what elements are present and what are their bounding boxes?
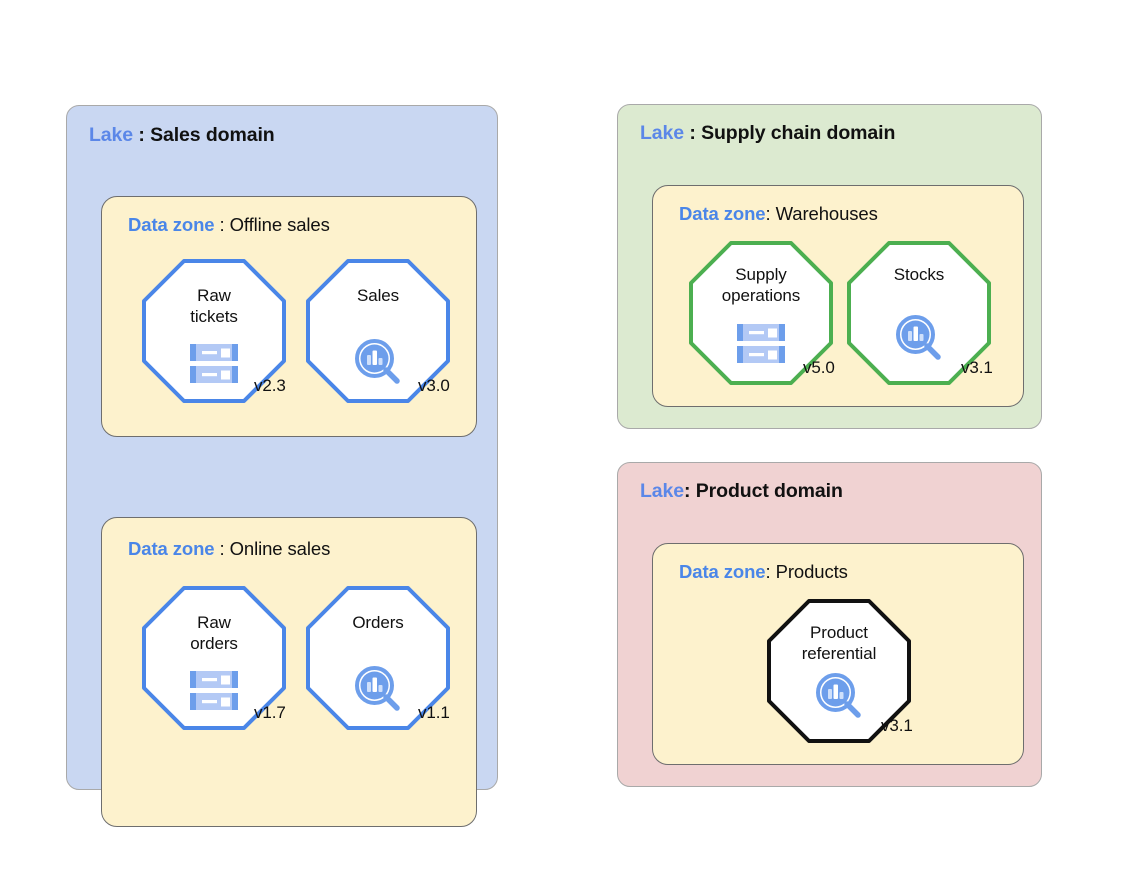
lake-supply-chain-domain-title: Lake : Supply chain domain	[640, 122, 895, 145]
data-asset-raw-orders[interactable]: Raw orders v1.7	[142, 586, 286, 730]
data-asset-label: Stocks	[893, 265, 945, 284]
data-zone-name: Online sales	[229, 538, 331, 559]
data-zone-products[interactable]: Data zone: Products Product referential	[652, 543, 1024, 765]
lake-keyword: Lake	[640, 122, 685, 144]
data-zone-keyword: Data zone	[128, 214, 215, 235]
data-asset-orders[interactable]: Orders v1.1	[306, 586, 450, 730]
lake-product-domain[interactable]: Lake: Product domain Data zone: Products…	[617, 462, 1042, 787]
data-asset-label: Sales	[356, 286, 400, 305]
octagon-shape	[306, 586, 450, 730]
lake-name: Supply chain domain	[701, 122, 896, 144]
data-zone-online-sales-title: Data zone : Online sales	[128, 538, 330, 560]
analytics-search-icon	[894, 313, 944, 368]
data-asset-version: v1.1	[418, 703, 450, 722]
data-asset-version: v2.3	[254, 376, 286, 395]
data-asset-version: v3.0	[418, 376, 450, 395]
database-icon	[735, 323, 787, 370]
data-zone-keyword: Data zone	[679, 203, 766, 224]
analytics-search-icon	[814, 671, 864, 726]
octagon-shape	[142, 259, 286, 403]
data-zone-name: Warehouses	[775, 203, 878, 224]
data-asset-label: Orders	[352, 613, 404, 632]
lake-product-domain-title: Lake: Product domain	[640, 480, 843, 503]
data-zone-separator: :	[765, 203, 776, 224]
data-asset-stocks[interactable]: Stocks v3.1	[847, 241, 993, 385]
analytics-search-icon	[353, 664, 403, 719]
analytics-search-icon	[353, 337, 403, 392]
lake-separator: :	[684, 122, 702, 144]
data-asset-version: v1.7	[254, 703, 286, 722]
lake-name: Product domain	[695, 480, 843, 502]
data-zone-offline-sales-title: Data zone : Offline sales	[128, 214, 330, 236]
data-zone-separator: :	[214, 538, 230, 559]
lake-separator: :	[133, 124, 151, 146]
data-asset-version: v3.1	[881, 716, 913, 735]
lake-sales-domain[interactable]: Lake : Sales domain Data zone : Offline …	[66, 105, 498, 827]
data-asset-label: Raw tickets	[190, 286, 238, 326]
octagon-shape	[847, 241, 991, 385]
data-asset-label: Supply operations	[721, 265, 801, 305]
lake-keyword: Lake	[640, 480, 685, 502]
database-icon	[188, 343, 240, 390]
lake-supply-chain-domain[interactable]: Lake : Supply chain domain Data zone: Wa…	[617, 104, 1042, 429]
data-asset-label: Product referential	[801, 623, 877, 663]
data-zone-separator: :	[765, 561, 776, 582]
data-zone-keyword: Data zone	[128, 538, 215, 559]
octagon-shape	[767, 599, 911, 743]
data-asset-sales[interactable]: Sales v3.0	[306, 259, 450, 403]
lake-name: Sales domain	[150, 124, 275, 146]
octagon-shape	[142, 586, 286, 730]
octagon-shape	[306, 259, 450, 403]
lake-sales-domain-title: Lake : Sales domain	[89, 124, 275, 147]
data-asset-supply-operations[interactable]: Supply operations v5.0	[689, 241, 835, 385]
data-zone-keyword: Data zone	[679, 561, 766, 582]
data-zone-offline-sales[interactable]: Data zone : Offline sales Raw tickets	[101, 196, 477, 437]
database-icon	[188, 670, 240, 717]
data-zone-warehouses[interactable]: Data zone: Warehouses Supply operations	[652, 185, 1024, 407]
lake-separator: :	[684, 480, 696, 502]
data-zone-separator: :	[214, 214, 230, 235]
data-zone-name: Products	[775, 561, 848, 582]
data-zone-name: Offline sales	[229, 214, 330, 235]
lake-keyword: Lake	[89, 124, 134, 146]
data-zone-online-sales[interactable]: Data zone : Online sales Raw orders	[101, 517, 477, 827]
data-asset-version: v5.0	[803, 358, 835, 377]
data-asset-product-referential[interactable]: Product referential v3.1	[767, 599, 913, 743]
data-asset-version: v3.1	[961, 358, 993, 377]
data-zone-products-title: Data zone: Products	[679, 561, 848, 583]
data-zone-warehouses-title: Data zone: Warehouses	[679, 203, 878, 225]
octagon-shape	[689, 241, 833, 385]
data-asset-label: Raw orders	[190, 613, 238, 653]
data-asset-raw-tickets[interactable]: Raw tickets v2.3	[142, 259, 286, 403]
